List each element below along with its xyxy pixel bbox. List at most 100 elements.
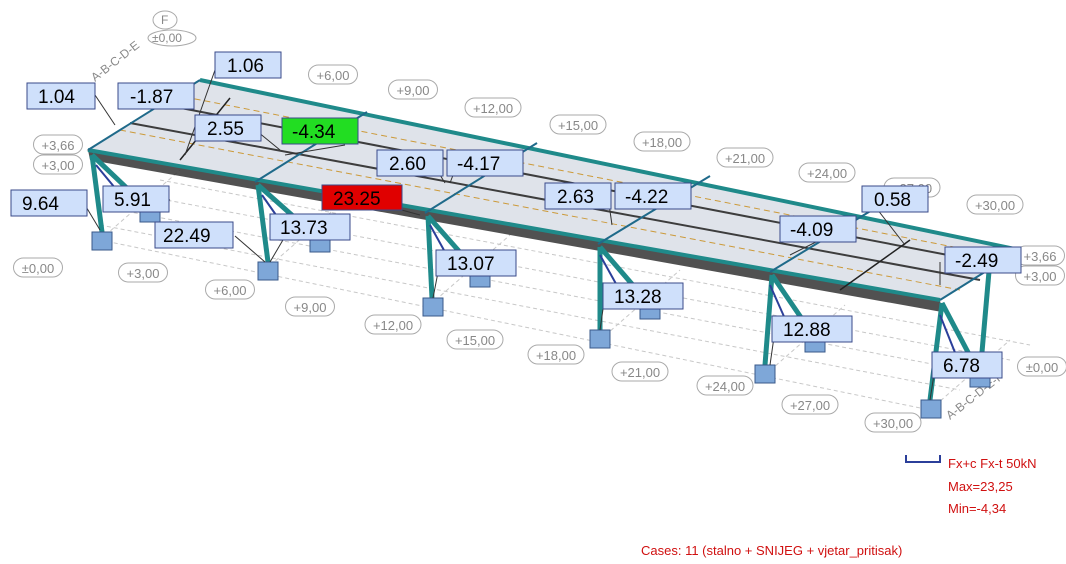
axis-bubble-top-3: +15,00 (549, 114, 607, 135)
height-bubble-right-2-text: ±0,00 (1026, 360, 1058, 375)
force-value: -4.17 (457, 154, 500, 175)
axis-bubble-top-4: +18,00 (633, 131, 691, 152)
height-bubble-right-1: +3,00 (1015, 265, 1065, 286)
force-value: 2.55 (207, 119, 244, 140)
axis-bubble-bottom-0: ±0,00 (13, 257, 63, 278)
force-value: 23.25 (333, 189, 381, 210)
force-label-top-5: 2.60 (376, 149, 444, 177)
legend-line-1: Fx+c Fx-t 50kN (948, 456, 1037, 471)
axis-bubble-bottom-3-text: +9,00 (294, 300, 327, 315)
height-bubble-left-1: +3,00 (33, 154, 83, 175)
force-value: 1.06 (227, 56, 264, 77)
force-value: 13.28 (614, 287, 662, 308)
force-value: 13.07 (447, 254, 495, 275)
force-label-bottom-4-max: 23.25 (321, 184, 403, 211)
axis-bubble-bottom-6: +18,00 (527, 344, 585, 365)
axis-bubble-top-2: +12,00 (464, 97, 522, 118)
force-value: 12.88 (783, 320, 831, 341)
force-value: -2.49 (955, 251, 998, 272)
axis-bubble-top-5: +21,00 (716, 147, 774, 168)
row-labels-left: A-B-C-D-E (88, 38, 142, 84)
force-label-bottom-0: 9.64 (10, 189, 88, 217)
axis-bubble-bottom-7-text: +21,00 (620, 365, 660, 380)
axis-bubble-bottom-1: +3,00 (118, 262, 168, 283)
force-value: 2.63 (557, 187, 594, 208)
force-label-bottom-5: 13.07 (435, 249, 517, 277)
force-label-top-2: 1.06 (214, 51, 282, 79)
axis-bubble-bottom-8-text: +24,00 (705, 379, 745, 394)
grid-bubble-f-text: F (161, 13, 168, 27)
axis-bubble-top-0-text: +6,00 (317, 68, 350, 83)
axis-bubble-bottom-2-text: +6,00 (214, 283, 247, 298)
grid-bubble-f-zero-text: ±0,00 (152, 31, 182, 45)
force-label-bottom-6: 13.28 (602, 282, 684, 310)
grid-bubble-f-zero: ±0,00 (147, 29, 197, 47)
legend-min: Min=-4,34 (948, 501, 1006, 516)
axis-bubble-top-3-text: +15,00 (558, 118, 598, 133)
force-label-top-3: 2.55 (194, 114, 262, 142)
force-value: -1.87 (130, 87, 173, 108)
force-value: -4.09 (790, 220, 833, 241)
axis-bubble-bottom-9-text: +27,00 (790, 398, 830, 413)
axis-bubble-bottom-8: +24,00 (696, 375, 754, 396)
force-value: 2.60 (389, 154, 426, 175)
axis-bubble-top-6: +24,00 (798, 162, 856, 183)
force-label-top-0: 1.04 (26, 82, 96, 110)
force-value: 5.91 (114, 190, 151, 211)
axis-bubble-bottom-7: +21,00 (611, 361, 669, 382)
force-labels: 1.04 -1.87 1.06 2.55 -4.34 2.60 -4.17 2.… (10, 51, 1022, 401)
axis-bubble-bottom-0-text: ±0,00 (22, 261, 54, 276)
force-label-top-8: -4.22 (614, 182, 692, 210)
force-value: -4.34 (292, 122, 336, 143)
axis-bubble-bottom-9: +27,00 (781, 394, 839, 415)
force-label-top-7: 2.63 (544, 182, 612, 210)
height-bubbles: +3,66 +3,00 +3,66 +3,00 ±0,00 (33, 134, 1066, 377)
axis-bubble-bottom-4: +12,00 (364, 314, 422, 335)
height-bubble-left-0-text: +3,66 (42, 138, 75, 153)
axis-bubble-top-2-text: +12,00 (473, 101, 513, 116)
axis-bubble-top-1-text: +9,00 (397, 83, 430, 98)
force-value: 22.49 (163, 226, 211, 247)
force-label-top-4-min: -4.34 (281, 117, 359, 145)
force-value: -4.22 (625, 187, 668, 208)
axis-bubble-bottom-3: +9,00 (285, 296, 335, 317)
force-value: 6.78 (943, 356, 980, 377)
force-value: 9.64 (22, 194, 59, 215)
axis-bubble-top-4-text: +18,00 (642, 135, 682, 150)
force-label-bottom-7: 12.88 (771, 315, 853, 343)
force-label-top-10: 0.58 (861, 185, 929, 213)
axis-bubble-bottom-10: +30,00 (864, 412, 922, 433)
axis-bubble-bottom-4-text: +12,00 (373, 318, 413, 333)
axis-bubble-top-6-text: +24,00 (807, 166, 847, 181)
force-label-bottom-3: 13.73 (269, 213, 351, 241)
axis-bubble-top-8-text: +30,00 (975, 198, 1015, 213)
force-label-top-11: -2.49 (944, 246, 1022, 274)
legend-max: Max=23,25 (948, 479, 1013, 494)
grid-bubble-f: F (152, 10, 178, 30)
height-bubble-right-1-text: +3,00 (1024, 269, 1057, 284)
axis-bubble-bottom-5-text: +15,00 (455, 333, 495, 348)
legend-bracket-icon (905, 455, 941, 463)
height-bubble-right-0-text: +3,66 (1024, 249, 1057, 264)
height-bubble-left-1-text: +3,00 (42, 158, 75, 173)
force-label-top-1: -1.87 (117, 82, 195, 110)
axis-bubble-top-1: +9,00 (388, 79, 438, 100)
force-label-bottom-8: 6.78 (931, 351, 1003, 379)
axis-bubble-bottom-2: +6,00 (205, 279, 255, 300)
axis-bubble-bottom-6-text: +18,00 (536, 348, 576, 363)
axis-bubble-top-5-text: +21,00 (725, 151, 765, 166)
force-value: 13.73 (280, 218, 328, 239)
force-value: 0.58 (874, 190, 911, 211)
axis-bubble-bottom-5: +15,00 (446, 329, 504, 350)
height-bubble-right-2: ±0,00 (1017, 356, 1066, 377)
legend-cases: Cases: 11 (stalno + SNIJEG + vjetar_prit… (641, 543, 902, 558)
axis-bubble-bottom-10-text: +30,00 (873, 416, 913, 431)
force-label-top-6: -4.17 (446, 149, 524, 177)
axis-bubble-top-0: +6,00 (308, 64, 358, 85)
axis-bubbles-bottom: ±0,00 +3,00 +6,00 +9,00 +12,00 +15,00 +18,00 +2… (13, 257, 922, 433)
height-bubble-left-0: +3,66 (33, 134, 83, 155)
legend: Fx+c Fx-t 50kN Max=23,25 Min=-4,34 Cases… (641, 455, 1037, 558)
axis-bubble-bottom-1-text: +3,00 (127, 266, 160, 281)
force-value: 1.04 (38, 87, 75, 108)
